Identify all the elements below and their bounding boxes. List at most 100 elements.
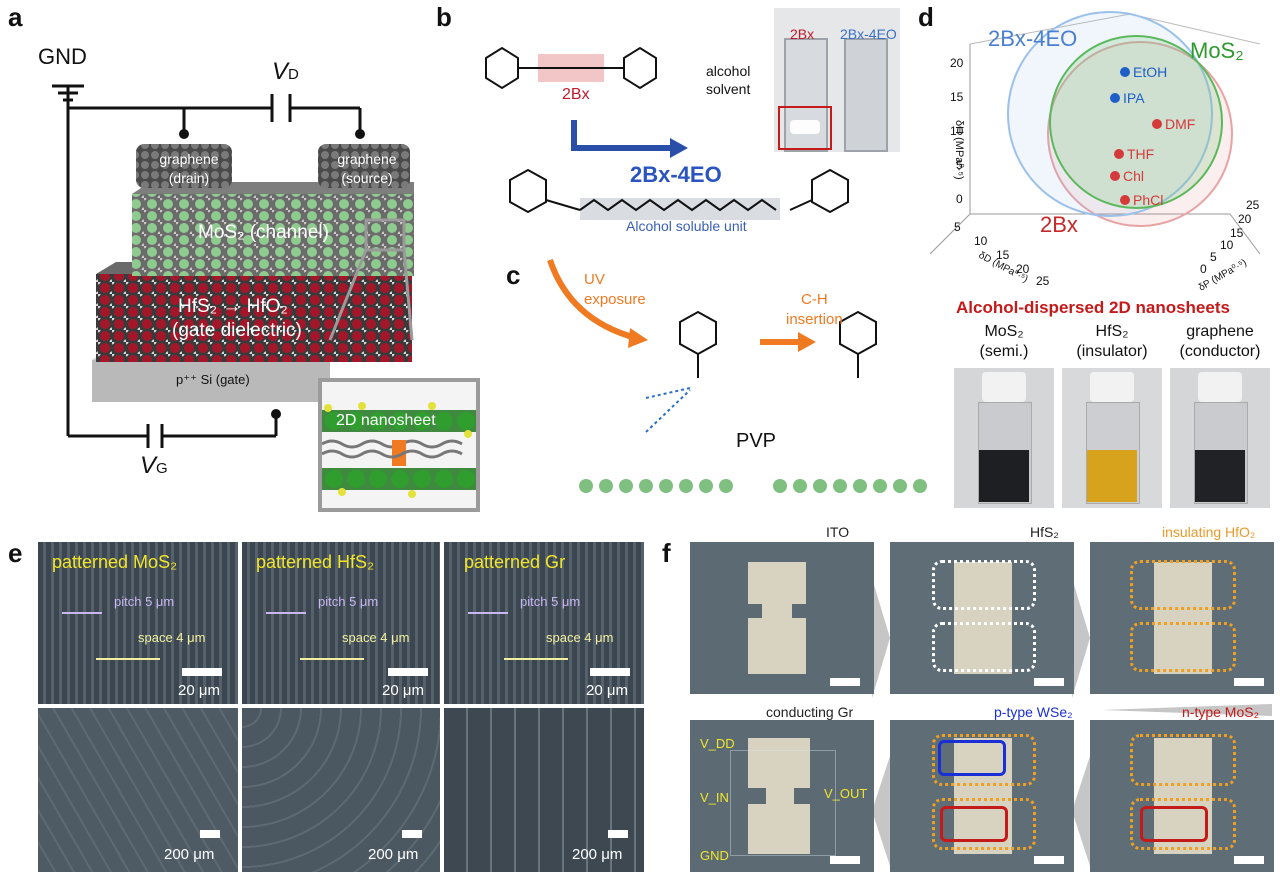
solvent-points: EtOH IPA DMF THF Chl PhCl (1110, 64, 1210, 214)
panel-c-mechanism (540, 250, 940, 510)
alcohol-soluble-unit: Alcohol soluble unit (626, 218, 747, 234)
device-schematic (52, 84, 414, 448)
space-label: space 4 μm (138, 630, 206, 645)
micro-hfs2-arcs (242, 708, 440, 872)
flow-arrow (872, 756, 890, 866)
micro-gr-weave (444, 708, 644, 872)
scale-label: 20 μm (382, 682, 424, 699)
vdd-label: V_DD (700, 736, 735, 751)
inset-title: 2D nanosheet (336, 412, 436, 429)
solvent-point: EtOH (1120, 64, 1167, 80)
process-flow (688, 518, 1278, 874)
scale-bar (608, 830, 628, 838)
vial-label-2bx: 2Bx (790, 26, 815, 42)
scale-bar (830, 678, 860, 686)
step-hfs2-image (890, 542, 1074, 694)
solvent-marker (1110, 171, 1120, 181)
hansen-plot (929, 4, 1270, 284)
patterned-shapes-row (38, 708, 644, 872)
pitch-arrow (266, 612, 306, 614)
y-tick: 20 (1238, 212, 1252, 226)
vg-label: VG (140, 452, 168, 479)
scale-bar (200, 830, 220, 838)
patterned-lines-row (38, 542, 644, 704)
z-tick: 10 (950, 124, 964, 138)
solubility-photo (774, 8, 900, 152)
z-axis-label: δH (MPa⁰·⁵) (953, 120, 965, 180)
pvp-label: PVP (736, 430, 777, 452)
pitch-label: pitch 5 μm (114, 594, 175, 609)
graphene-source-label: graphene(source) (337, 151, 397, 186)
step-hfo2-image (1090, 542, 1274, 694)
scale-label: 200 μm (164, 846, 215, 863)
vial-graphene-caption: graphene(conductor) (1179, 323, 1261, 360)
panel-b-chemistry (440, 10, 880, 270)
step-ito-image (690, 542, 874, 694)
nanosheet-vials: MoS₂(semi.) HfS₂(insulator) graphene(con… (952, 322, 1276, 510)
substrate-label: p⁺⁺ Si (gate) (176, 372, 250, 387)
micro-mos2-lines (38, 542, 238, 704)
scale-bar (830, 856, 860, 864)
step-wse2-title: p-type WSe₂ (994, 704, 1073, 720)
step-ito-title: ITO (826, 524, 850, 540)
hansen-sphere-plot (929, 11, 1261, 255)
pitch-arrow (62, 612, 102, 614)
vial-hfs2-caption: HfS₂(insulator) (1076, 323, 1148, 360)
channel-label: MoS₂ (channel) (198, 222, 329, 243)
pitch-label: pitch 5 μm (318, 594, 379, 609)
solvent-point: Chl (1110, 168, 1144, 184)
flow-arrow (872, 578, 890, 698)
pitch-arrow (468, 612, 508, 614)
vial-mos2-caption: MoS₂(semi.) (979, 323, 1029, 360)
nanosheet-inset (318, 378, 480, 512)
micro-hfs2-lines (242, 542, 440, 704)
scale-label: 200 μm (368, 846, 419, 863)
micro-gr-lines (444, 542, 644, 704)
solvent-point: THF (1114, 146, 1154, 162)
solvent-marker (1152, 119, 1162, 129)
step-gr-title: conducting Gr (766, 704, 854, 720)
label-2bx: 2Bx (562, 86, 590, 103)
sphere-2bx-4eo-label: 2Bx-4EO (988, 26, 1078, 51)
scale-bar (1234, 678, 1264, 686)
vin-label: V_IN (700, 790, 729, 805)
y-tick: 10 (1220, 238, 1234, 252)
panel-d-label: d (918, 2, 934, 32)
nanosheet-graphic (322, 402, 476, 498)
gnd-label-f: GND (700, 848, 729, 863)
crosslinker-structures (485, 46, 849, 220)
solvent-marker (1110, 93, 1120, 103)
x-tick: 15 (996, 248, 1010, 262)
y-tick: 25 (1246, 198, 1260, 212)
panel-a-label: a (8, 2, 23, 32)
vial-hfs2-photo (1062, 368, 1162, 508)
patterned-mos2-title: patterned MoS₂ (52, 552, 178, 572)
step-mos2-image (1090, 720, 1274, 872)
solvent-point: IPA (1110, 90, 1145, 106)
panel-c-label: c (506, 260, 521, 290)
dielectric-sublabel: (gate dielectric) (172, 320, 302, 341)
graphene-drain-label: graphene(drain) (159, 151, 219, 186)
panel-f-label: f (662, 538, 671, 568)
solvent-marker (1120, 195, 1130, 205)
x-tick: 10 (974, 234, 988, 248)
flow-arrow (1072, 578, 1090, 698)
solvent-marker (1114, 149, 1124, 159)
z-tick: 0 (956, 192, 963, 206)
gnd-label: GND (38, 44, 87, 69)
scale-bar (182, 668, 222, 676)
step-wse2-image (890, 720, 1074, 872)
y-tick: 15 (1230, 226, 1244, 240)
space-arrow (300, 658, 364, 660)
pitch-label: pitch 5 μm (520, 594, 581, 609)
z-tick: 20 (950, 56, 964, 70)
scale-label: 20 μm (178, 682, 220, 699)
space-arrow (504, 658, 568, 660)
scale-label: 200 μm (572, 846, 623, 863)
scale-bar (388, 668, 428, 676)
sphere-2bx-label: 2Bx (1040, 212, 1078, 237)
step-mos2-title: n-type MoS₂ (1182, 704, 1260, 720)
step-hfs2-title: HfS₂ (1030, 524, 1059, 540)
